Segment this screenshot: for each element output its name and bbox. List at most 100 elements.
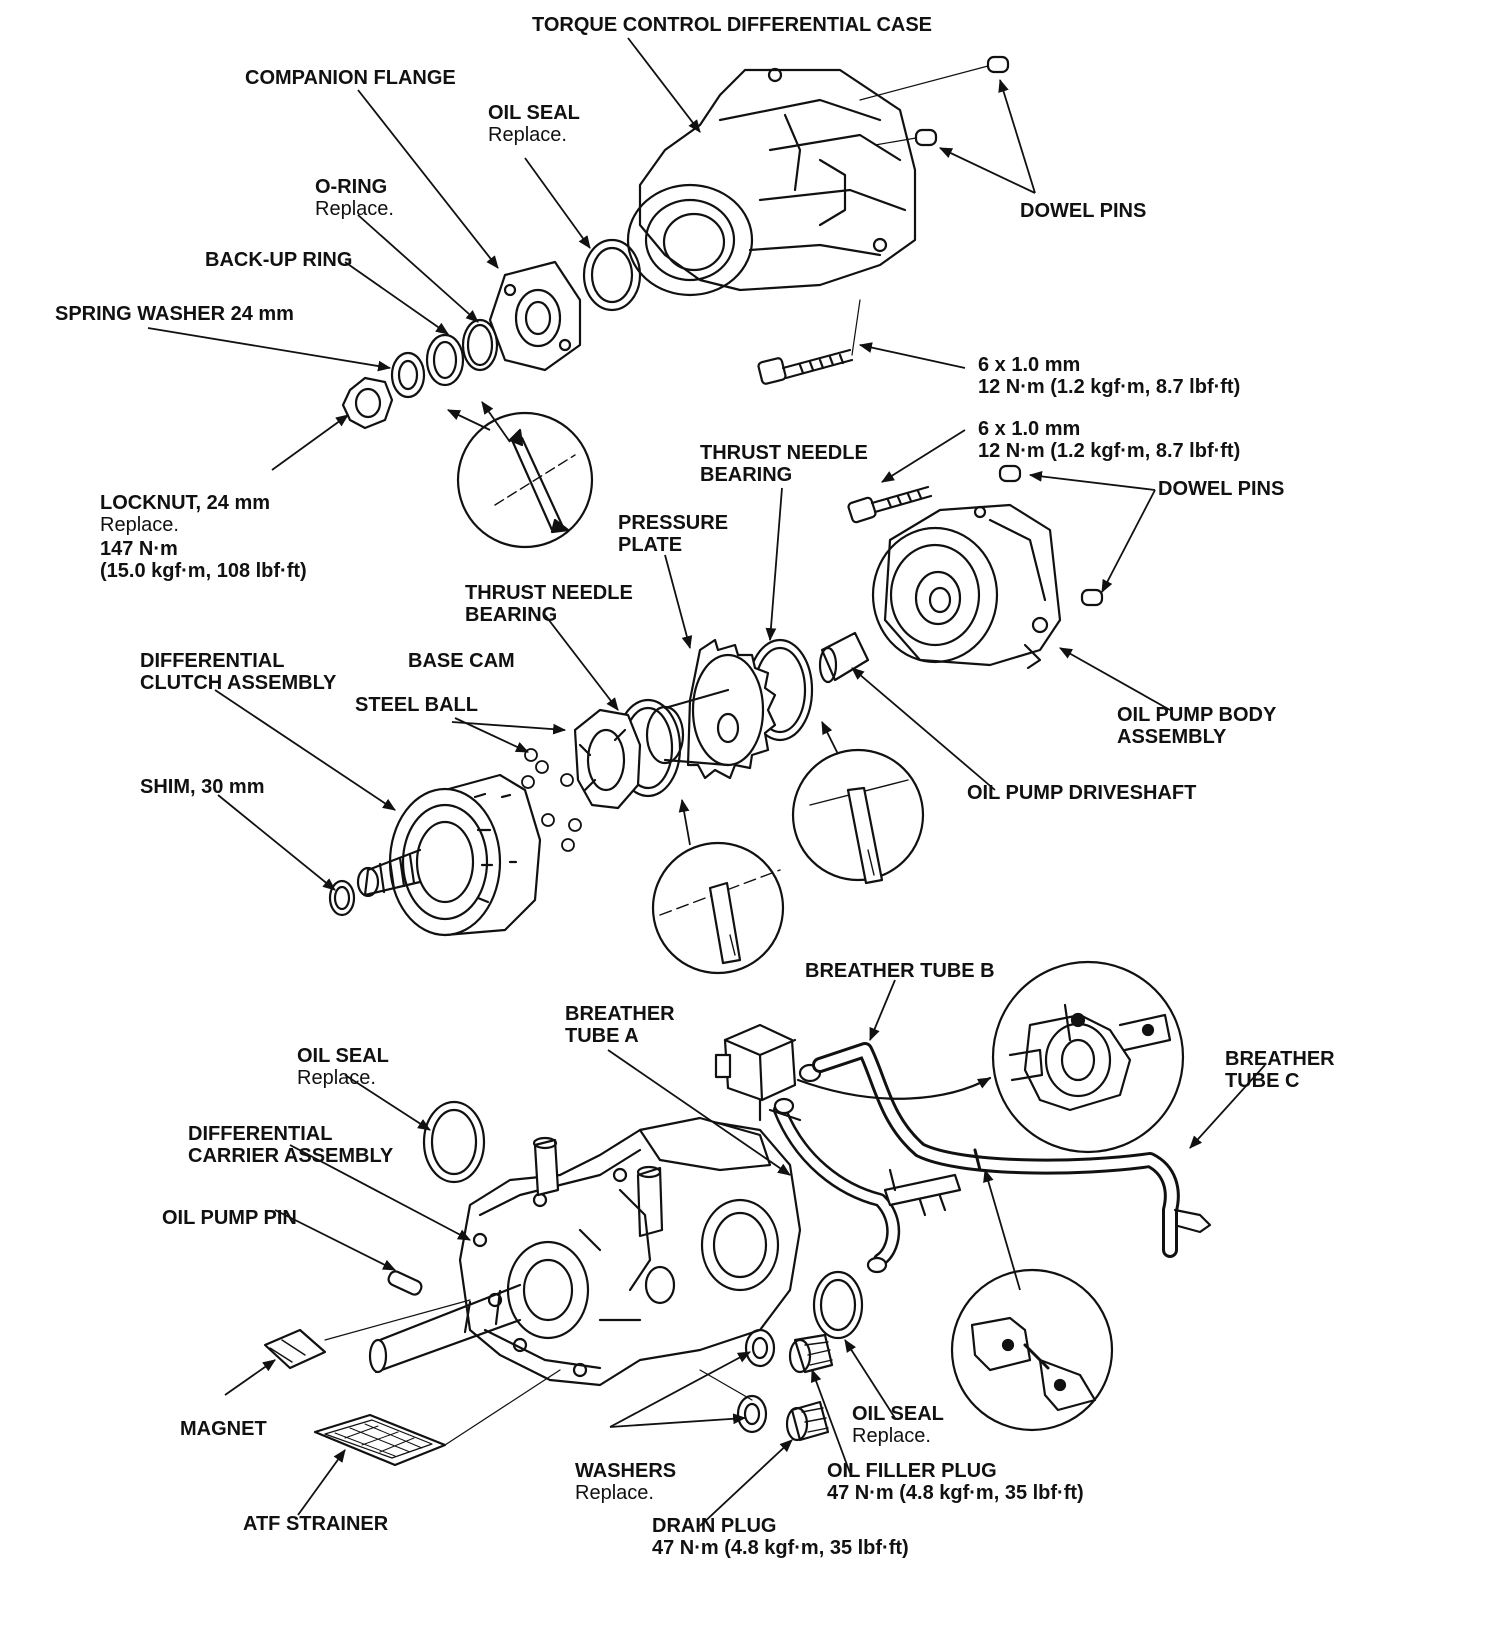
spring-washer-detail (456, 411, 594, 549)
driveshaft-detail-left (651, 841, 785, 975)
label-title: O-RING (315, 176, 388, 198)
companion-flange-part (488, 260, 582, 372)
label-shim: SHIM, 30 mm (140, 776, 264, 798)
driveshaft-detail-right (791, 748, 925, 885)
label-size: 6 x 1.0 mm (978, 354, 1081, 376)
label-title: WASHERS (575, 1460, 677, 1482)
label-line1: THRUST NEEDLE (700, 442, 868, 464)
label-line1: OIL PUMP BODY (1117, 704, 1277, 726)
oil-seal-bottom-part (812, 1270, 864, 1340)
differential-carrier-assembly-part (368, 1116, 802, 1387)
dowel-pins-mid (998, 464, 1104, 607)
label-title: DOWEL PINS (1158, 478, 1285, 500)
label-steel-ball: STEEL BALL (355, 694, 478, 716)
base-cam-part (573, 708, 642, 810)
label-note: Replace. (100, 514, 179, 536)
label-drain-plug: DRAIN PLUG 47 N·m (4.8 kgf·m, 35 lbf·ft) (652, 1515, 909, 1559)
label-line2: BEARING (700, 464, 793, 486)
label-pressure-plate: PRESSURE PLATE (618, 512, 728, 556)
label-back-up-ring: BACK-UP RING (205, 249, 352, 271)
label-locknut: LOCKNUT, 24 mm Replace. 147 N·m (15.0 kg… (100, 492, 307, 582)
label-size: 6 x 1.0 mm (978, 418, 1081, 440)
label-title: OIL SEAL (488, 102, 580, 124)
label-line1: DIFFERENTIAL (188, 1123, 333, 1145)
label-title: SPRING WASHER 24 mm (55, 303, 294, 325)
breather-valve-part (714, 1023, 822, 1122)
label-title: OIL PUMP DRIVESHAFT (967, 782, 1197, 804)
label-washers: WASHERS Replace. (575, 1460, 676, 1504)
label-line2: BEARING (465, 604, 558, 626)
label-differential-clutch-assembly: DIFFERENTIAL CLUTCH ASSEMBLY (140, 650, 336, 694)
label-line2: ASSEMBLY (1117, 726, 1227, 748)
steel-balls (521, 748, 582, 852)
label-note: Replace. (297, 1067, 376, 1089)
label-breather-tube-b: BREATHER TUBE B (805, 960, 995, 982)
label-spring-washer: SPRING WASHER 24 mm (55, 303, 294, 325)
torque-control-differential-case (626, 67, 917, 297)
ring-stack (341, 318, 499, 430)
label-title: OIL SEAL (852, 1403, 944, 1425)
label-base-cam: BASE CAM (408, 650, 515, 672)
label-oil-pump-pin: OIL PUMP PIN (162, 1207, 297, 1229)
pressure-plate-part (645, 638, 777, 780)
atf-strainer-part (313, 1369, 561, 1467)
label-note: Replace. (852, 1425, 931, 1447)
washers-plugs (699, 1328, 834, 1442)
label-oil-seal-bottom: OIL SEAL Replace. (852, 1403, 944, 1447)
label-oil-pump-driveshaft: OIL PUMP DRIVESHAFT (967, 782, 1196, 804)
breather-tube-b-c-part (812, 1042, 1212, 1258)
label-title: SHIM, 30 mm (140, 776, 265, 798)
label-magnet: MAGNET (180, 1418, 267, 1440)
label-oil-seal-top: OIL SEAL Replace. (488, 102, 580, 146)
label-title: OIL FILLER PLUG (827, 1460, 997, 1482)
label-line1: PRESSURE (618, 512, 729, 534)
label-title: BREATHER TUBE B (805, 960, 995, 982)
label-note: Replace. (488, 124, 567, 146)
label-o-ring: O-RING Replace. (315, 176, 394, 220)
label-torque: 12 N·m (1.2 kgf·m, 8.7 lbf·ft) (978, 376, 1241, 398)
label-bolt-top: 6 x 1.0 mm 12 N·m (1.2 kgf·m, 8.7 lbf·ft… (978, 354, 1240, 398)
label-thrust-needle-bearing-mid: THRUST NEEDLE BEARING (465, 582, 633, 626)
oil-pump-driveshaft-part (818, 631, 870, 684)
label-thrust-needle-bearing-top: THRUST NEEDLE BEARING (700, 442, 868, 486)
label-line1: THRUST NEEDLE (465, 582, 633, 604)
label-line1: BREATHER (565, 1003, 675, 1025)
label-torque1: 147 N·m (100, 538, 178, 560)
oil-pump-body-assembly-part (871, 503, 1062, 670)
label-dowel-pins-top: DOWEL PINS (1020, 200, 1146, 222)
label-bolt-mid: 6 x 1.0 mm 12 N·m (1.2 kgf·m, 8.7 lbf·ft… (978, 418, 1240, 462)
label-torque: 47 N·m (4.8 kgf·m, 35 lbf·ft) (827, 1482, 1084, 1504)
label-line2: TUBE A (565, 1025, 639, 1047)
label-torque: 47 N·m (4.8 kgf·m, 35 lbf·ft) (652, 1537, 909, 1559)
label-title: MAGNET (180, 1418, 267, 1440)
label-title: COMPANION FLANGE (245, 67, 456, 89)
label-differential-carrier-assembly: DIFFERENTIAL CARRIER ASSEMBLY (188, 1123, 393, 1167)
label-title: BACK-UP RING (205, 249, 353, 271)
label-title: TORQUE CONTROL DIFFERENTIAL CASE (532, 14, 933, 36)
oil-pump-pin-part (387, 1270, 423, 1296)
breather-valve-detail (991, 960, 1185, 1154)
label-line2: CARRIER ASSEMBLY (188, 1145, 394, 1167)
label-torque2: (15.0 kgf·m, 108 lbf·ft) (100, 560, 307, 582)
label-title: DOWEL PINS (1020, 200, 1147, 222)
label-line1: DIFFERENTIAL (140, 650, 285, 672)
label-title: OIL SEAL (297, 1045, 389, 1067)
clip-part (883, 1168, 962, 1217)
label-breather-tube-a: BREATHER TUBE A (565, 1003, 675, 1047)
label-line2: TUBE C (1225, 1070, 1300, 1092)
bolt-mid (847, 485, 933, 524)
label-title: DRAIN PLUG (652, 1515, 777, 1537)
label-line2: CLUTCH ASSEMBLY (140, 672, 337, 694)
label-line2: PLATE (618, 534, 683, 556)
label-companion-flange: COMPANION FLANGE (245, 67, 456, 89)
label-dowel-pins-mid: DOWEL PINS (1158, 478, 1284, 500)
label-note: Replace. (315, 198, 394, 220)
label-torque-control-differential-case: TORQUE CONTROL DIFFERENTIAL CASE (532, 14, 932, 36)
label-oil-seal-left: OIL SEAL Replace. (297, 1045, 389, 1089)
differential-clutch-assembly-part (356, 773, 542, 937)
label-title: LOCKNUT, 24 mm (100, 492, 271, 514)
leader-lines (147, 37, 1266, 1527)
label-line1: BREATHER (1225, 1048, 1335, 1070)
